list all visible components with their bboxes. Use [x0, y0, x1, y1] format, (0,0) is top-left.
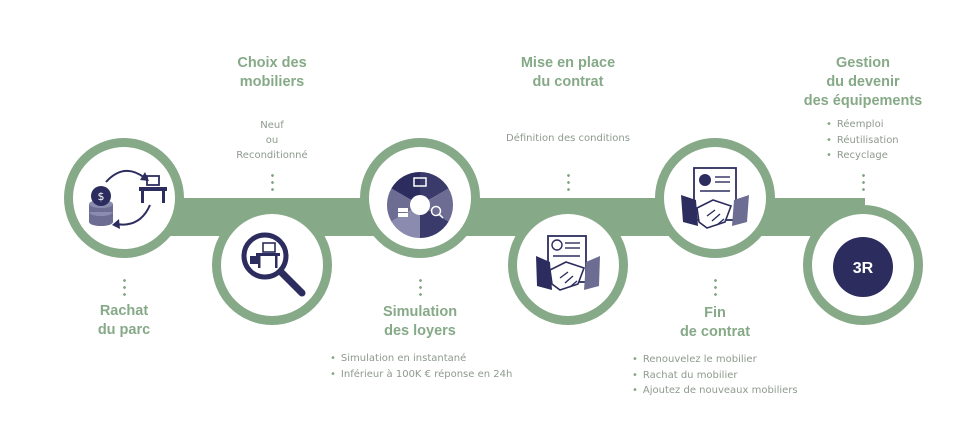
- dots-5: [714, 277, 717, 297]
- step-title-gestion: Gestion du devenir des équipements: [786, 54, 940, 111]
- bullet-item: Réutilisation: [826, 133, 899, 149]
- step-title-choix: Choix des mobiliers: [222, 54, 322, 92]
- step-title-contrat: Mise en place du contrat: [503, 54, 633, 92]
- title-line: des équipements: [803, 93, 923, 109]
- title-line: Rachat: [99, 303, 149, 319]
- title-line: Choix des: [237, 55, 307, 71]
- dots-2: [271, 172, 274, 192]
- badge-text: 3R: [853, 260, 874, 277]
- title-line: Gestion: [836, 55, 890, 71]
- dots-1: [123, 277, 126, 297]
- svg-text:$: $: [98, 190, 105, 203]
- step-desc-contrat: Définition des conditions: [493, 131, 643, 146]
- dots-4: [567, 172, 570, 192]
- step-desc-choix: Neuf ou Reconditionné: [222, 118, 322, 163]
- bullet-item: Simulation en instantané: [330, 351, 512, 367]
- ring-2: [212, 205, 332, 325]
- bullet-item: Inférieur à 100K € réponse en 24h: [330, 367, 512, 383]
- three-r-badge-icon: 3R: [833, 237, 893, 297]
- dots-6: [862, 172, 865, 192]
- title-line: du devenir: [826, 74, 900, 90]
- dots-3: [419, 277, 422, 297]
- bullet-item: Renouvelez le mobilier: [632, 352, 798, 368]
- desc-line: Reconditionné: [236, 150, 308, 161]
- title-line: Simulation: [382, 304, 458, 320]
- search-furniture-icon: [241, 232, 306, 297]
- bullet-item: Réemploi: [826, 117, 899, 133]
- handshake-document-icon: [681, 167, 749, 229]
- bullet-item: Rachat du mobilier: [632, 368, 798, 384]
- title-line: Mise en place: [520, 55, 616, 71]
- step-title-rachat: Rachat du parc: [84, 302, 164, 340]
- step-title-fin: Fin de contrat: [665, 304, 765, 342]
- pie-segments-icon: [386, 172, 454, 239]
- step-bullets-gestion: Réemploi Réutilisation Recyclage: [826, 117, 899, 164]
- desc-line: Définition des conditions: [506, 133, 630, 144]
- bullet-item: Ajoutez de nouveaux mobiliers: [632, 383, 798, 399]
- desc-line: Neuf: [260, 120, 284, 131]
- desc-line: ou: [265, 135, 279, 146]
- step-bullets-fin: Renouvelez le mobilier Rachat du mobilie…: [632, 352, 798, 399]
- title-line: de contrat: [679, 324, 751, 340]
- bullet-item: Recyclage: [826, 148, 899, 164]
- title-line: des loyers: [384, 323, 456, 339]
- contract-handshake-icon: [536, 235, 600, 291]
- money-exchange-icon: $: [89, 170, 167, 229]
- title-line: du parc: [97, 322, 151, 338]
- title-line: Fin: [704, 305, 726, 321]
- ring-1: [64, 138, 184, 258]
- step-title-simulation: Simulation des loyers: [360, 303, 480, 341]
- title-line: mobiliers: [239, 74, 305, 90]
- title-line: du contrat: [532, 74, 604, 90]
- step-bullets-simulation: Simulation en instantané Inférieur à 100…: [330, 351, 512, 382]
